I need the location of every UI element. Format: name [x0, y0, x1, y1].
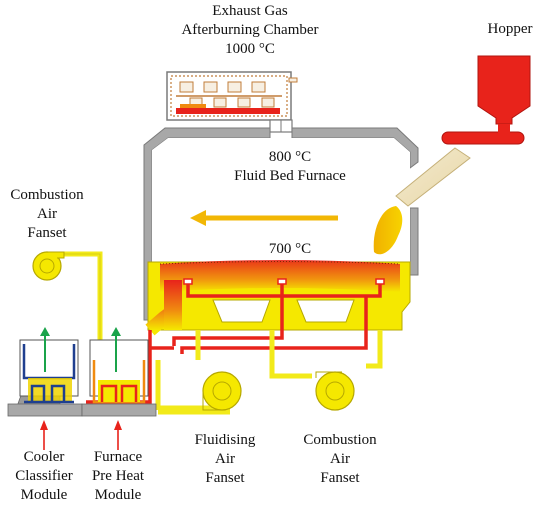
afterburner-label: Exhaust Gas Afterburning Chamber 1000 °C — [170, 2, 330, 59]
gas-flow-arrow — [190, 210, 338, 226]
cm-line-1: Cooler — [23, 449, 65, 465]
cm-line-2: Classifier — [15, 468, 73, 484]
hopper — [441, 55, 531, 145]
afterburner-line-2: Afterburning Chamber — [181, 22, 319, 38]
afterburning-chamber — [166, 71, 298, 133]
feed-arrow-preheat — [114, 420, 122, 450]
afterburner-line-1: Exhaust Gas — [212, 3, 288, 19]
combustion-fanset-bottom-label: Combustion Air Fanset — [292, 431, 388, 488]
pm-line-2: Pre Heat — [91, 468, 145, 484]
furnace-temp: 800 °C — [268, 149, 312, 165]
combustion-fanset-left — [32, 251, 65, 281]
cfl-line-3: Fanset — [27, 225, 67, 241]
ff-line-2: Air — [215, 451, 235, 467]
ff-line-1: Fluidising — [194, 432, 256, 448]
cfl-line-2: Air — [37, 206, 57, 222]
preheat-module-label: Furnace Pre Heat Module — [78, 448, 158, 505]
pre-heat-module — [81, 327, 157, 417]
furnace-label: 800 °C Fluid Bed Furnace — [220, 148, 360, 186]
furnace-name: Fluid Bed Furnace — [234, 168, 346, 184]
pm-line-1: Furnace — [93, 449, 143, 465]
ff-line-3: Fanset — [205, 470, 245, 486]
pm-line-3: Module — [94, 487, 142, 503]
fluidising-fanset-label: Fluidising Air Fanset — [180, 431, 270, 488]
hopper-label: Hopper — [487, 21, 533, 37]
feed-arrow-cooler — [40, 420, 48, 450]
fluidising-fanset — [202, 371, 242, 411]
cfb-line-3: Fanset — [320, 470, 360, 486]
feed-chute — [373, 147, 471, 255]
cfl-line-1: Combustion — [10, 187, 84, 203]
afterburner-line-3: 1000 °C — [225, 41, 275, 57]
cooler-classifier-module — [7, 327, 83, 417]
bed-temp-label: 700 °C — [268, 241, 312, 257]
cfb-line-1: Combustion — [303, 432, 377, 448]
cfb-line-2: Air — [330, 451, 350, 467]
fluid-bed — [147, 260, 411, 331]
cm-line-3: Module — [20, 487, 68, 503]
cooler-module-label: Cooler Classifier Module — [0, 448, 88, 505]
combustion-fanset-left-label: Combustion Air Fanset — [2, 186, 92, 243]
combustion-fanset-bottom — [315, 371, 355, 411]
